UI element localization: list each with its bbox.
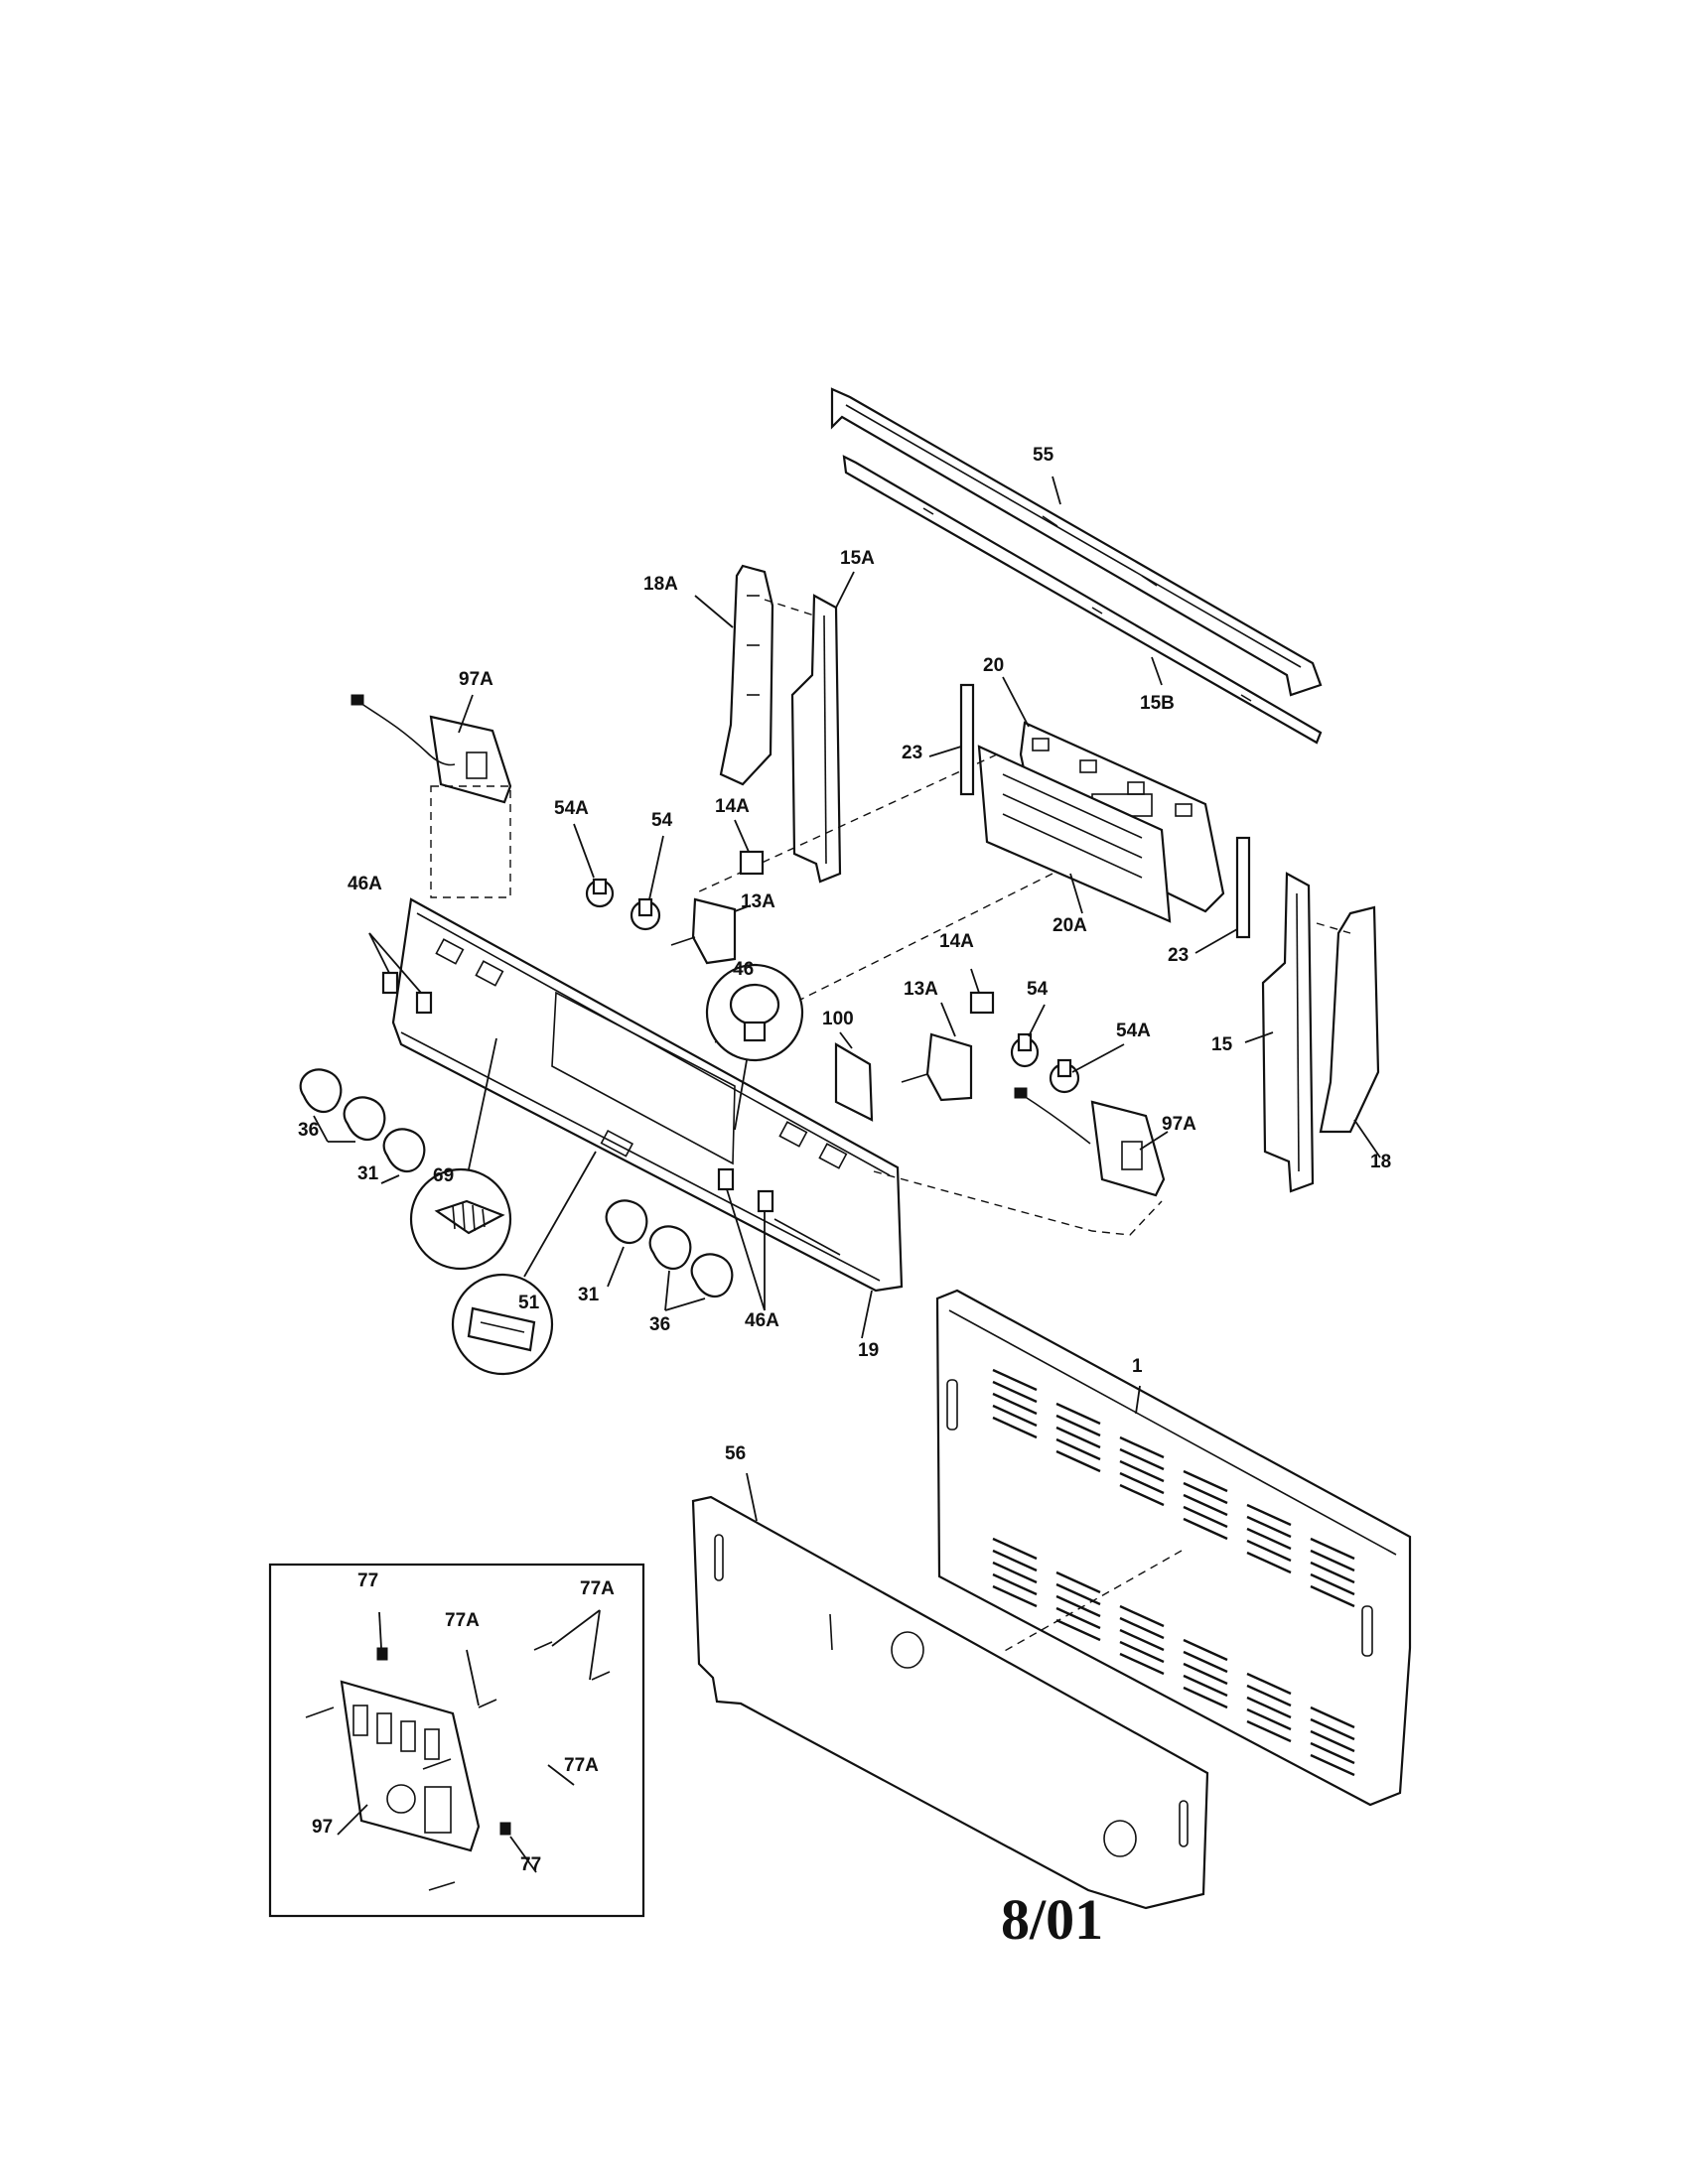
callout-23-right: 23 <box>1168 945 1190 966</box>
callout-97A-right: 97A <box>1162 1114 1196 1135</box>
knob-31-left <box>382 1128 426 1173</box>
callout-54-mid: 54 <box>1027 979 1049 1000</box>
switch-13A-mid <box>901 1032 973 1102</box>
callout-54-left: 54 <box>651 810 673 831</box>
detail-69-screw <box>409 1167 512 1271</box>
callout-97: 97 <box>312 1817 334 1838</box>
knobs-36-mid <box>648 1225 734 1298</box>
switch-14A-mid <box>969 991 995 1015</box>
callout-13A-left: 13A <box>741 891 775 912</box>
callout-36-mid: 36 <box>649 1314 671 1335</box>
valve-54A-left <box>585 878 615 908</box>
callout-14A-mid: 14A <box>939 931 974 952</box>
switch-14A-left <box>739 850 765 876</box>
bracket-23-right <box>1235 836 1251 939</box>
callout-13A-mid: 13A <box>904 979 938 1000</box>
callout-69: 69 <box>433 1165 455 1186</box>
callout-51: 51 <box>518 1293 540 1313</box>
switch-46A-mid <box>717 1167 774 1213</box>
callout-23-top: 23 <box>902 743 923 763</box>
valve-54-left <box>630 897 661 931</box>
callout-54A-mid: 54A <box>1116 1021 1151 1041</box>
side-bracket-15A <box>790 594 842 884</box>
callout-46A-mid: 46A <box>745 1310 779 1331</box>
harness-board-97A-right <box>1014 1087 1166 1197</box>
end-bracket-18 <box>1319 905 1380 1134</box>
bracket-23-left <box>959 683 975 796</box>
overlay-20A <box>977 745 1172 923</box>
callout-77-bottom: 77 <box>520 1854 542 1875</box>
callout-18: 18 <box>1370 1152 1392 1172</box>
rear-panel-1 <box>935 1289 1412 1807</box>
harness-board-97A-left <box>351 694 512 804</box>
knob-31-mid <box>605 1199 648 1245</box>
callout-19: 19 <box>858 1340 880 1361</box>
top-trim-55 <box>830 387 1323 697</box>
callout-1: 1 <box>1132 1356 1143 1377</box>
callout-15B: 15B <box>1140 693 1175 714</box>
bracket-100 <box>834 1042 874 1122</box>
inset-box <box>268 1563 645 1918</box>
callout-100: 100 <box>822 1009 854 1029</box>
knobs-36-left <box>299 1068 386 1142</box>
callout-15A: 15A <box>840 548 875 569</box>
callout-77A-mid: 77A <box>445 1610 480 1631</box>
callout-55: 55 <box>1033 445 1054 466</box>
valve-54A-mid <box>1049 1058 1080 1094</box>
switch-46A-left <box>381 971 433 1015</box>
switch-13A-left <box>670 897 737 965</box>
detail-51-badge <box>451 1273 554 1376</box>
callout-77A-top: 77A <box>580 1578 615 1599</box>
lower-panel-56 <box>691 1495 1209 1910</box>
callout-46: 46 <box>733 959 755 980</box>
callout-15: 15 <box>1211 1034 1233 1055</box>
callout-31-left: 31 <box>357 1163 379 1184</box>
detail-46-knob <box>705 963 804 1062</box>
callout-20: 20 <box>983 655 1005 676</box>
control-panel-19 <box>391 897 904 1293</box>
callout-46A-left: 46A <box>348 874 382 894</box>
callout-36-left: 36 <box>298 1120 320 1141</box>
side-bracket-15 <box>1261 872 1315 1193</box>
callout-97A-left: 97A <box>459 669 493 690</box>
callout-20A: 20A <box>1052 915 1087 936</box>
end-bracket-18A <box>719 564 774 786</box>
date-code: 8/01 <box>1001 1887 1104 1952</box>
callout-14A-left: 14A <box>715 796 750 817</box>
callout-31-mid: 31 <box>578 1285 600 1305</box>
valve-54-mid <box>1010 1032 1040 1068</box>
callout-77-top: 77 <box>357 1570 379 1591</box>
trim-strip-15B <box>842 455 1323 745</box>
callout-54A-left: 54A <box>554 798 589 819</box>
callout-18A: 18A <box>643 574 678 595</box>
callout-56: 56 <box>725 1443 747 1464</box>
callout-77A-low: 77A <box>564 1755 599 1776</box>
